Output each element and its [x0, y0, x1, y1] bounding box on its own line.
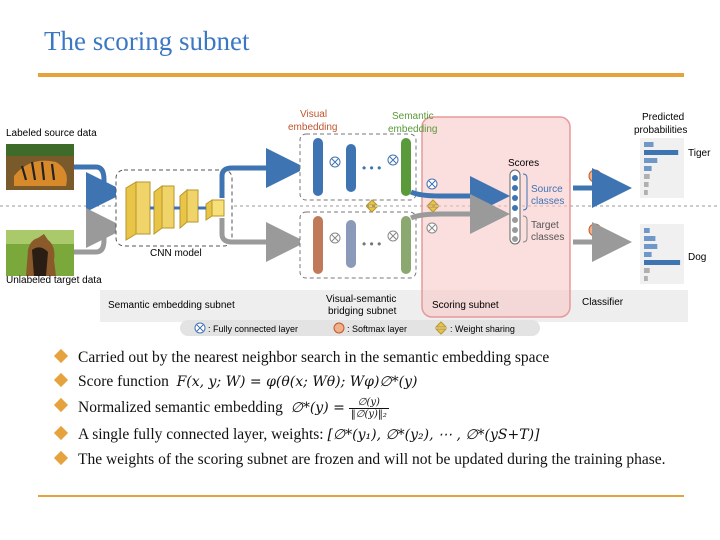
tiger-prob-bars: [644, 142, 679, 195]
normalized-formula-lhs: ∅*(y) =: [290, 400, 345, 417]
dog-image: [6, 230, 74, 276]
legend-softmax-label: : Softmax layer: [347, 324, 407, 334]
bridging-subnet-source: • • •: [299, 133, 417, 201]
bridging-subnet-label-2: bridging subnet: [328, 306, 397, 317]
prob-bar: [644, 260, 681, 265]
cnn-to-visual-arrow-target: [219, 218, 306, 262]
bullet-1-text: Carried out by the nearest neighbor sear…: [78, 349, 550, 366]
prob-bar: [644, 158, 658, 163]
target-classes-label-1: Target: [531, 220, 559, 231]
prob-bar: [644, 244, 658, 249]
semantic-embedding-subnet-label: Semantic embedding subnet: [108, 300, 235, 311]
source-input-arrow: [74, 164, 126, 212]
softmax-icon: [588, 169, 602, 183]
semantic-embedding-label-2: embedding: [388, 124, 437, 135]
scores-vector: [509, 169, 528, 245]
visual-embedding-label-2: embedding: [288, 122, 337, 133]
prob-bar: [644, 190, 648, 195]
bullet-diamond-icon: [53, 450, 69, 466]
cnn-to-visual-arrow: [219, 148, 306, 198]
prob-bar: [644, 268, 650, 273]
svg-text:• • •: • • •: [362, 237, 381, 251]
bullet-diamond-icon: [53, 372, 69, 388]
semantic-to-scores-arrow: [409, 176, 510, 216]
normalized-formula-fraction: ∅(y)‖∅(y)‖₂: [348, 397, 389, 420]
predicted-label-1: Predicted: [642, 112, 684, 123]
bullet-3: Normalized semantic embedding ∅*(y) = ∅(…: [53, 397, 694, 420]
legend-band: [180, 320, 540, 336]
semantic-to-scores-arrow-target: [409, 194, 510, 234]
fraction-numerator: ∅(y): [348, 397, 389, 409]
cnn-model: [115, 169, 233, 247]
legend-weight-icon: [434, 321, 448, 335]
classifier-label: Classifier: [582, 297, 624, 308]
prob-bar: [644, 276, 648, 281]
scoring-subnet-box: [421, 116, 571, 318]
cnn-model-label: CNN model: [150, 248, 202, 259]
prob-bar: [644, 182, 649, 187]
labeled-source-label: Labeled source data: [6, 128, 97, 139]
fc-icon-cross: [428, 180, 436, 188]
bullet-4-text: A single fully connected layer, weights:: [78, 426, 324, 443]
softmax-icon-target: [588, 223, 602, 237]
fc-icon-target-cross: [428, 224, 436, 232]
source-classes-label-2: classes: [531, 196, 564, 207]
bullet-5-text: The weights of the scoring subnet are fr…: [78, 451, 666, 468]
subnet-band: [100, 290, 688, 322]
bullet-diamond-icon: [53, 397, 69, 413]
bullet-4: A single fully connected layer, weights:…: [53, 425, 694, 445]
target-classes-label-2: classes: [531, 232, 564, 243]
weight-sharing-icon: [365, 199, 440, 213]
prob-bar: [644, 166, 652, 171]
title-divider: [38, 73, 684, 77]
semantic-embedding-label-1: Semantic: [392, 111, 434, 122]
prob-bar: [644, 142, 654, 147]
bullet-2-text: Score function: [78, 373, 169, 390]
weights-formula: [∅*(y₁), ∅*(y₂), ⋯ , ∅*(yS+T)]: [327, 427, 540, 443]
visual-embedding-label-1: Visual: [300, 109, 327, 120]
prob-bar: [644, 236, 656, 241]
legend-fc-label: : Fully connected layer: [208, 324, 298, 334]
bullet-list: Carried out by the nearest neighbor sear…: [53, 348, 694, 474]
prob-bar: [644, 174, 650, 179]
dog-label: Dog: [688, 252, 706, 263]
bullet-3-text: Normalized semantic embedding: [78, 399, 283, 417]
bullet-diamond-icon: [53, 425, 69, 441]
predicted-label-2: probabilities: [634, 125, 687, 136]
tiger-image: [6, 144, 74, 190]
bullet-2: Score function F(x, y; W) = φ(θ(x; Wθ); …: [53, 372, 694, 392]
unlabeled-target-label: Unlabeled target data: [6, 275, 102, 286]
bullet-5: The weights of the scoring subnet are fr…: [53, 450, 694, 469]
bullet-1: Carried out by the nearest neighbor sear…: [53, 348, 694, 367]
dog-prob-bars: [644, 228, 681, 281]
prob-bar: [644, 252, 652, 257]
target-input-arrow: [74, 208, 126, 255]
legend-fc-icon-cross: [196, 324, 204, 332]
footer-divider: [38, 495, 684, 497]
slide-title: The scoring subnet: [44, 26, 250, 56]
source-classes-label-1: Source: [531, 184, 563, 195]
bridging-subnet-label-1: Visual-semantic: [326, 294, 396, 305]
fraction-denominator: ‖∅(y)‖₂: [350, 409, 387, 420]
bullet-diamond-icon: [53, 348, 69, 364]
architecture-diagram: Labeled source data Unlabeled target dat…: [0, 109, 720, 336]
prob-bar: [644, 228, 650, 233]
prob-bar: [644, 150, 679, 155]
tiger-label: Tiger: [688, 148, 711, 159]
legend-softmax-icon: [333, 322, 345, 334]
scores-label: Scores: [508, 158, 539, 169]
svg-text:• • •: • • •: [362, 161, 381, 175]
legend-weight-label: : Weight sharing: [450, 324, 515, 334]
scoring-subnet-label: Scoring subnet: [432, 300, 499, 311]
bridging-subnet-target: • • •: [299, 211, 417, 279]
score-function-formula: F(x, y; W) = φ(θ(x; Wθ); Wφ)∅*(y): [176, 374, 418, 390]
